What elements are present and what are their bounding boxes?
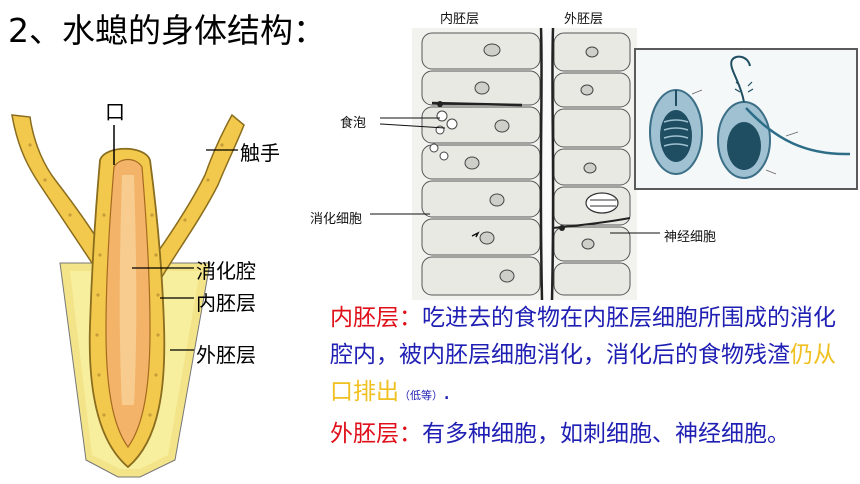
label-tentacle: 触手 [240,141,280,165]
paragraph-endoderm: 内胚层：吃进去的食物在内胚层细胞所围成的消化腔内，被内胚层细胞消化，消化后的食物… [330,300,850,414]
label-endoderm: 内胚层 [196,291,256,315]
micro-label-digestive-cell: 消化细胞 [310,212,363,227]
micro-label-nerve-cell: 神经细胞 [664,230,717,245]
endoderm-highlight: 仍从口排出 [330,342,836,405]
nematocyst-illustration [636,50,856,188]
micro-label-endoderm: 内胚层 [440,12,480,27]
label-digestive-cavity: 消化腔 [196,259,256,283]
micro-label-food-vacuole: 食泡 [340,116,367,131]
text-block: 内胚层：吃进去的食物在内胚层细胞所围成的消化腔内，被内胚层细胞消化，消化后的食物… [330,300,850,453]
endoderm-tail: . [443,379,451,405]
endoderm-body: 吃进去的食物在内胚层细胞所围成的消化腔内，被内胚层细胞消化，消化后的食物残渣 [330,305,836,368]
ectoderm-heading: 外胚层： [330,421,422,447]
micro-label-ectoderm: 外胚层 [564,12,604,27]
label-mouth: 口 [105,100,125,124]
paragraph-ectoderm: 外胚层：有多种细胞，如刺细胞、神经细胞。 [330,416,850,453]
page-title: 2、水螅的身体结构： [8,11,326,50]
ectoderm-body: 有多种细胞，如刺细胞、神经细胞。 [422,421,790,447]
endoderm-note: （低等） [399,389,443,402]
label-ectoderm: 外胚层 [196,343,256,367]
nematocyst-inset [634,48,858,190]
endoderm-heading: 内胚层： [330,305,422,331]
hydra-section-diagram [11,113,245,478]
cell-layers-diagram [412,28,637,300]
